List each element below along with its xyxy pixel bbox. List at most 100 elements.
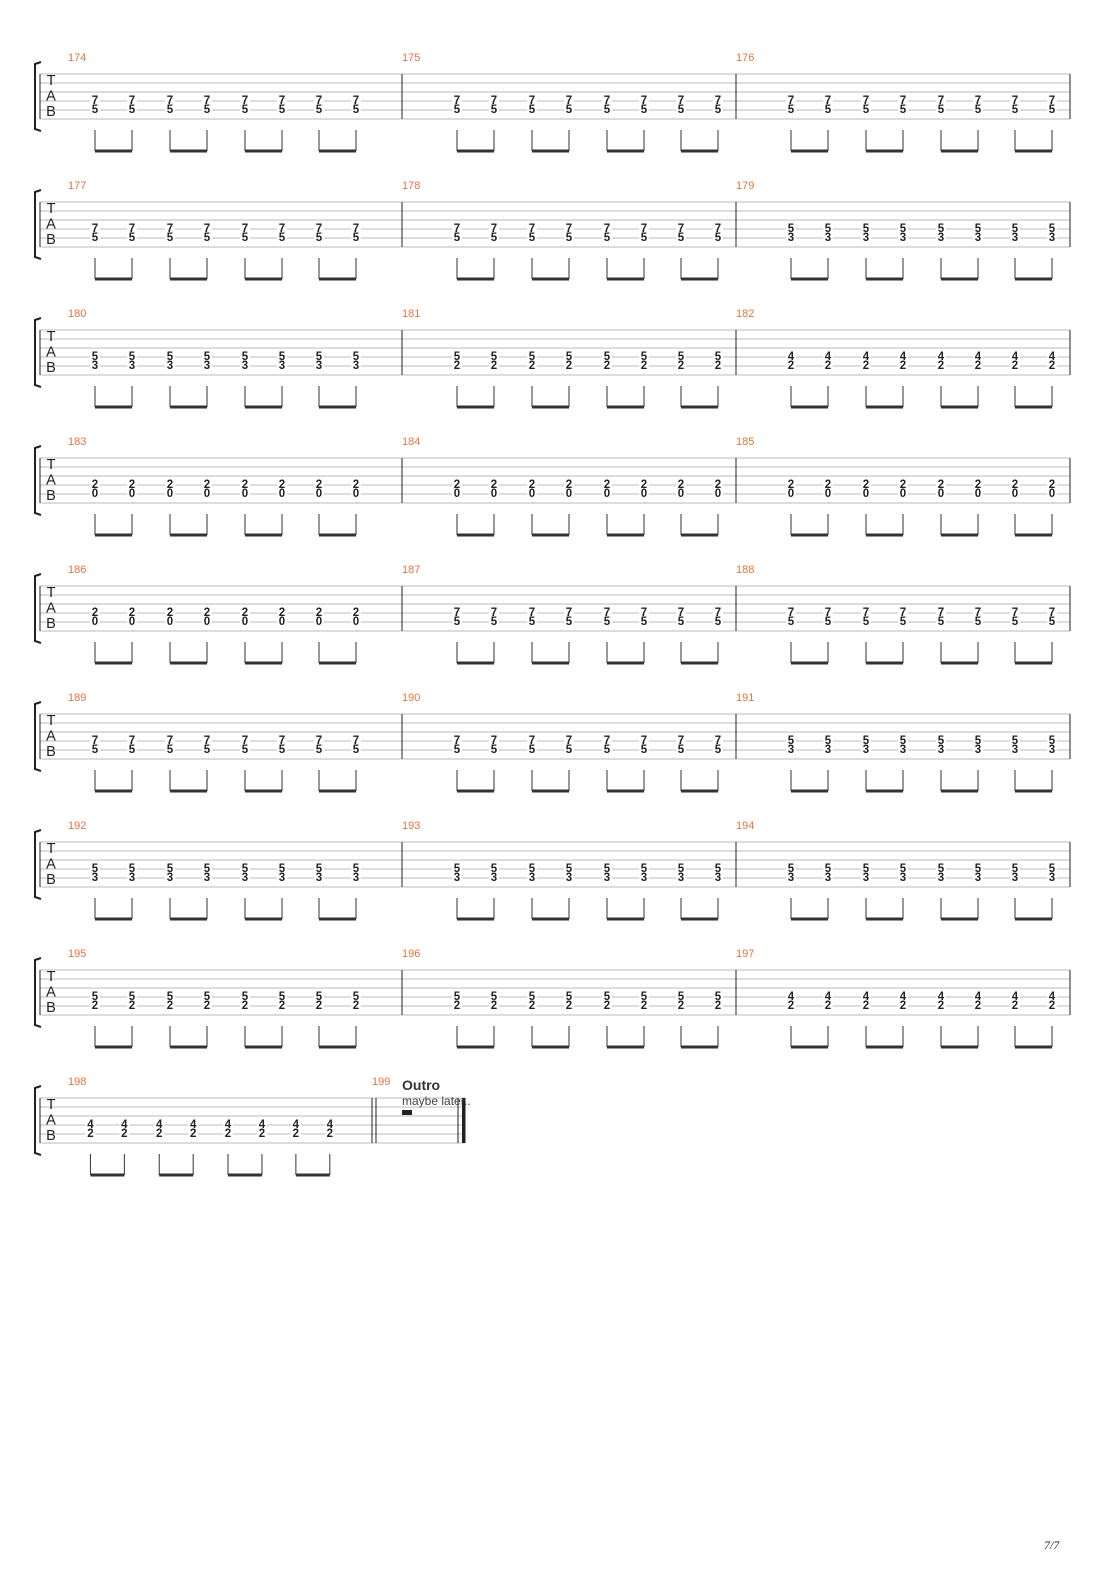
fret-mask bbox=[489, 351, 499, 371]
fret-mask bbox=[256, 1119, 267, 1139]
fret-number: 3 bbox=[242, 360, 248, 372]
fret-number: 2 bbox=[293, 1128, 299, 1140]
fret-mask bbox=[452, 607, 462, 627]
fret-number: 7 bbox=[900, 95, 906, 107]
fret-mask bbox=[277, 95, 287, 115]
measure-number: 197 bbox=[736, 948, 754, 960]
fret-mask bbox=[1047, 351, 1057, 371]
fret-number: 3 bbox=[454, 872, 460, 884]
fret-mask bbox=[202, 735, 212, 755]
fret-number: 5 bbox=[353, 991, 360, 1003]
fret-number: 7 bbox=[316, 223, 322, 235]
fret-mask bbox=[602, 607, 612, 627]
fret-number: 4 bbox=[863, 351, 870, 363]
fret-mask bbox=[202, 607, 212, 627]
fret-number: 3 bbox=[1049, 872, 1055, 884]
fret-number: 3 bbox=[1049, 232, 1055, 244]
fret-mask bbox=[676, 607, 686, 627]
measure-number: 194 bbox=[736, 820, 754, 832]
fret-mask bbox=[713, 863, 723, 883]
fret-mask bbox=[188, 1119, 199, 1139]
fret-mask bbox=[639, 735, 649, 755]
fret-number: 7 bbox=[529, 735, 535, 747]
fret-number: 7 bbox=[715, 95, 721, 107]
fret-number: 7 bbox=[92, 735, 98, 747]
fret-number: 7 bbox=[316, 95, 322, 107]
fret-number: 0 bbox=[975, 488, 981, 500]
fret-mask bbox=[823, 223, 833, 243]
fret-mask bbox=[127, 991, 137, 1011]
fret-number: 2 bbox=[454, 1000, 460, 1012]
fret-mask bbox=[602, 351, 612, 371]
fret-number: 5 bbox=[129, 104, 136, 116]
fret-number: 5 bbox=[529, 232, 536, 244]
fret-mask bbox=[127, 351, 137, 371]
fret-mask bbox=[277, 991, 287, 1011]
fret-number: 5 bbox=[491, 616, 498, 628]
fret-mask bbox=[676, 95, 686, 115]
fret-number: 5 bbox=[678, 616, 685, 628]
fret-mask bbox=[823, 479, 833, 499]
fret-mask bbox=[973, 479, 983, 499]
fret-mask bbox=[823, 95, 833, 115]
fret-mask bbox=[314, 607, 324, 627]
fret-number: 0 bbox=[788, 488, 794, 500]
section-note: maybe later.. bbox=[402, 1094, 471, 1108]
fret-mask bbox=[314, 479, 324, 499]
fret-number: 0 bbox=[604, 488, 610, 500]
fret-number: 5 bbox=[900, 223, 907, 235]
fret-mask bbox=[351, 223, 361, 243]
fret-number: 2 bbox=[715, 360, 721, 372]
measure-number: 187 bbox=[402, 564, 420, 576]
fret-number: 3 bbox=[353, 360, 359, 372]
fret-number: 2 bbox=[121, 1128, 127, 1140]
fret-number: 7 bbox=[1049, 607, 1055, 619]
fret-number: 5 bbox=[92, 744, 99, 756]
fret-mask bbox=[489, 863, 499, 883]
fret-number: 4 bbox=[259, 1119, 266, 1131]
measure-number: 174 bbox=[68, 52, 86, 64]
fret-number: 2 bbox=[863, 1000, 869, 1012]
fret-number: 5 bbox=[204, 744, 211, 756]
fret-mask bbox=[861, 95, 871, 115]
fret-mask bbox=[202, 95, 212, 115]
fret-mask bbox=[564, 863, 574, 883]
fret-mask bbox=[165, 223, 175, 243]
tab-clef-letter: A bbox=[46, 216, 56, 232]
fret-number: 0 bbox=[825, 488, 831, 500]
fret-number: 7 bbox=[454, 223, 460, 235]
tab-clef-letter: T bbox=[47, 329, 56, 345]
fret-number: 3 bbox=[316, 360, 322, 372]
fret-number: 7 bbox=[129, 95, 135, 107]
fret-mask bbox=[973, 991, 983, 1011]
fret-number: 5 bbox=[529, 863, 536, 875]
fret-mask bbox=[786, 351, 796, 371]
fret-number: 0 bbox=[641, 488, 647, 500]
fret-number: 3 bbox=[938, 744, 944, 756]
fret-mask bbox=[240, 735, 250, 755]
fret-mask bbox=[127, 95, 137, 115]
fret-number: 5 bbox=[788, 616, 795, 628]
fret-number: 5 bbox=[863, 735, 870, 747]
fret-number: 5 bbox=[491, 863, 498, 875]
fret-mask bbox=[713, 607, 723, 627]
fret-number: 0 bbox=[167, 488, 173, 500]
fret-number: 3 bbox=[863, 744, 869, 756]
fret-number: 2 bbox=[454, 479, 460, 491]
fret-mask bbox=[936, 223, 946, 243]
fret-number: 7 bbox=[279, 223, 285, 235]
fret-number: 5 bbox=[863, 104, 870, 116]
fret-number: 7 bbox=[678, 223, 684, 235]
fret-number: 5 bbox=[316, 104, 323, 116]
fret-number: 7 bbox=[529, 223, 535, 235]
fret-number: 3 bbox=[353, 872, 359, 884]
fret-mask bbox=[602, 95, 612, 115]
fret-mask bbox=[165, 735, 175, 755]
fret-number: 5 bbox=[1049, 735, 1056, 747]
fret-number: 2 bbox=[825, 360, 831, 372]
fret-mask bbox=[861, 991, 871, 1011]
fret-number: 2 bbox=[316, 607, 322, 619]
fret-mask bbox=[314, 223, 324, 243]
fret-number: 3 bbox=[92, 872, 98, 884]
fret-mask bbox=[602, 863, 612, 883]
